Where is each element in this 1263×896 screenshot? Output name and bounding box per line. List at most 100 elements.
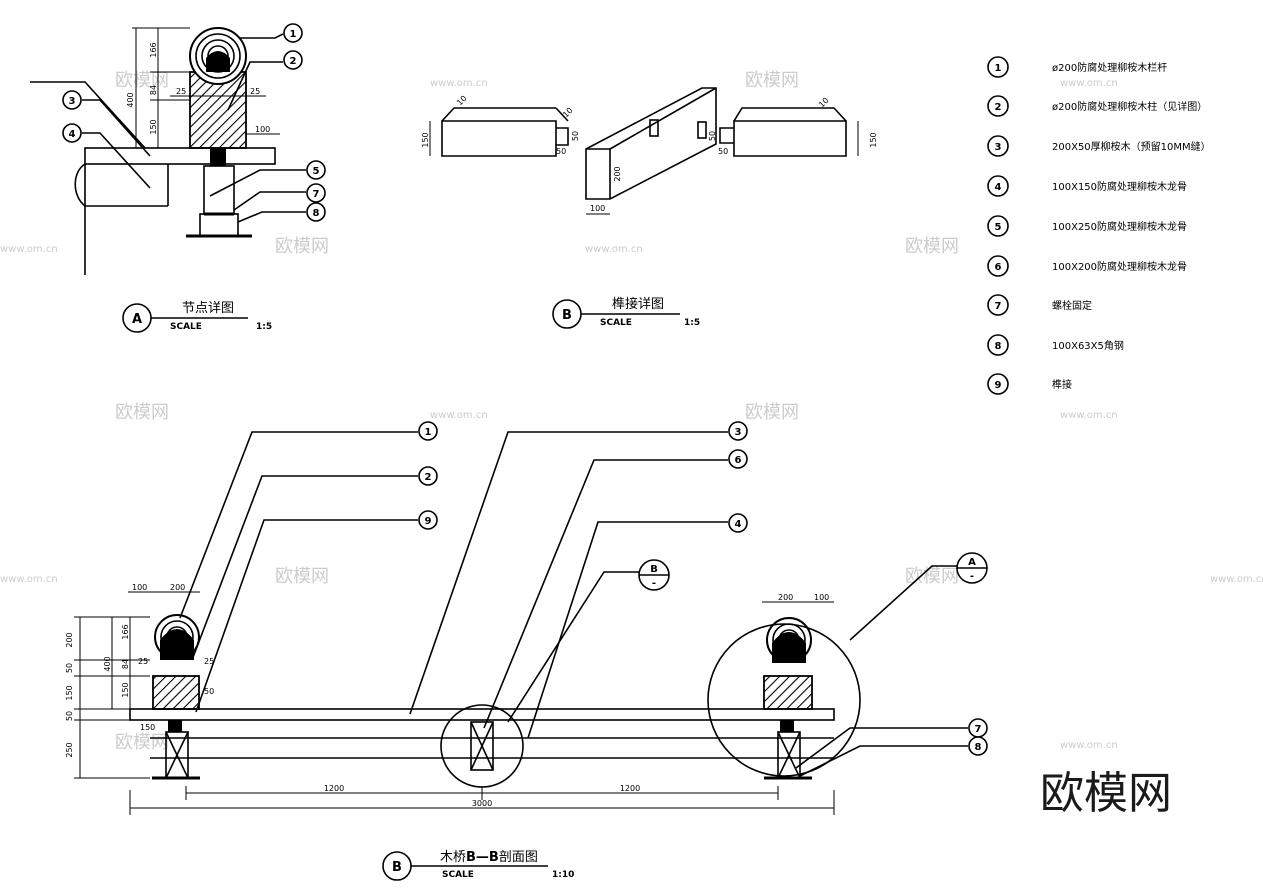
- watermark-brand: 欧模网: [275, 236, 329, 257]
- callout-s-3: 3: [735, 427, 742, 438]
- legend-text: 榫接: [1052, 378, 1072, 391]
- dim-s-25: 25: [138, 657, 148, 666]
- detail-b-scale-label: SCALE: [600, 318, 632, 328]
- section-title-suffix: 剖面图: [499, 850, 538, 865]
- section-detail-circle: [707, 623, 861, 777]
- watermark-brand: 欧模网: [745, 70, 799, 91]
- section-right-post: [763, 617, 813, 780]
- watermark-url: www.om.cn: [585, 244, 643, 255]
- detail-a: 400 166 84 150 25 25 100 1 2 3 4: [30, 23, 326, 333]
- dim-s-right100: 100: [814, 593, 829, 602]
- detail-a-angle-steel: [199, 213, 239, 237]
- legend: 1 ø200防腐处理柳桉木栏杆 2 ø200防腐处理柳桉木柱（见详图） 3 20…: [987, 56, 1211, 395]
- legend-text: 100X250防腐处理柳桉木龙骨: [1052, 220, 1187, 233]
- dim-s-right200: 200: [778, 593, 793, 602]
- callout-circle: [306, 183, 326, 203]
- detail-a-scale-value: 1:5: [256, 322, 272, 332]
- legend-num: 7: [995, 301, 1002, 312]
- detail-b-marker-letter: B: [562, 308, 572, 323]
- ref-a-sub: -: [970, 571, 974, 582]
- dim-s-50b: 50: [65, 711, 74, 721]
- dim-s-total: 3000: [472, 799, 492, 808]
- callout-3: 3: [69, 96, 76, 107]
- legend-text: 200X50厚柳桉木（预留10MM缝）: [1052, 140, 1211, 153]
- detail-b-left-member: [441, 120, 557, 157]
- section-title-block: B 木桥B—B剖面图 SCALE 1:10: [382, 850, 574, 881]
- legend-text: 100X150防腐处理柳桉木龙骨: [1052, 180, 1187, 193]
- legend-item: 2 ø200防腐处理柳桉木柱（见详图）: [987, 95, 1207, 117]
- watermark-brand: 欧模网: [905, 566, 959, 587]
- legend-item: 3 200X50厚柳桉木（预留10MM缝）: [987, 135, 1211, 157]
- watermark-url: www.om.cn: [0, 574, 58, 585]
- watermark-url: www.om.cn: [430, 410, 488, 421]
- section-bottom-dimensions: 1200 1200 3000: [129, 784, 835, 815]
- callout-s-2: 2: [425, 472, 432, 483]
- detail-a-deck-plank: [84, 147, 276, 165]
- section-deck-plank: [129, 708, 835, 721]
- callout-s-6: 6: [735, 455, 742, 466]
- dim-b-10-b: 10: [561, 106, 575, 120]
- legend-num: 6: [995, 262, 1002, 273]
- detail-b: 150 150 50 50 50 50 200 100 10 10 10 B 榫…: [421, 87, 878, 329]
- detail-b-title: 榫接详图: [612, 296, 664, 312]
- callout-8: 8: [313, 208, 320, 219]
- dim-s-250: 250: [65, 742, 74, 757]
- dim-s-span1: 1200: [324, 784, 344, 793]
- section-bb: 200 50 150 50 250 400 166 84 150 25 25 5…: [65, 421, 988, 881]
- watermark-url: www.om.cn: [1210, 574, 1263, 585]
- callout-7: 7: [313, 189, 320, 200]
- dim-s-d50: 50: [204, 687, 214, 696]
- callout-circle: [62, 123, 82, 143]
- section-scale-value: 1:10: [552, 870, 574, 880]
- watermark-url: www.om.cn: [430, 78, 488, 89]
- dim-s-200: 200: [65, 632, 74, 647]
- section-left-dimensions: 200 50 150 50 250 400 166 84 150 25 25 5…: [65, 583, 834, 779]
- legend-item: 9 榫接: [987, 373, 1072, 395]
- detail-b-dimensions: 150 150 50 50 50 50 200 100 10 10 10: [421, 94, 878, 215]
- callout-5: 5: [313, 166, 320, 177]
- legend-num: 4: [995, 182, 1002, 193]
- dim-a-400: 400: [126, 92, 135, 107]
- callout-circle: [283, 50, 303, 70]
- dim-s-84: 84: [121, 659, 130, 669]
- dim-b-50-b: 50: [556, 147, 566, 156]
- ref-a-letter: A: [968, 557, 976, 568]
- callout-1: 1: [290, 29, 297, 40]
- legend-num: 5: [995, 222, 1002, 233]
- dim-s-50: 50: [65, 663, 74, 673]
- section-left-post: [152, 614, 200, 780]
- dim-a-100: 100: [255, 125, 270, 134]
- legend-item: 5 100X250防腐处理柳桉木龙骨: [987, 215, 1187, 237]
- detail-a-rail: [189, 27, 247, 85]
- legend-text: ø200防腐处理柳桉木栏杆: [1052, 61, 1167, 74]
- callout-circle: [62, 90, 82, 110]
- callout-s-4: 4: [735, 519, 742, 530]
- legend-num: 8: [995, 341, 1002, 352]
- watermark-brand: 欧模网: [115, 70, 169, 91]
- watermark-url: www.om.cn: [1060, 410, 1118, 421]
- dim-b-50-d: 50: [718, 147, 728, 156]
- dim-b-200: 200: [613, 166, 622, 181]
- callout-circle: [283, 23, 303, 43]
- callout-2: 2: [290, 56, 297, 67]
- dim-a-84: 84: [149, 85, 158, 95]
- dim-s-166: 166: [121, 624, 130, 639]
- detail-b-right-member: [733, 120, 847, 157]
- detail-a-callouts: 1 2 3 4 5 7 8: [30, 23, 326, 223]
- dim-a-150: 150: [149, 119, 158, 134]
- legend-num: 1: [995, 63, 1002, 74]
- dim-b-150-left: 150: [421, 132, 430, 147]
- dim-b-10-a: 10: [455, 94, 469, 108]
- dim-s-span2: 1200: [620, 784, 640, 793]
- detail-b-center-block: [585, 87, 717, 200]
- section-title-prefix: 木桥: [440, 850, 466, 865]
- legend-text: 螺栓固定: [1052, 299, 1092, 312]
- dim-s-top200: 200: [170, 583, 185, 592]
- legend-item: 7 螺栓固定: [987, 294, 1092, 316]
- section-scale-label: SCALE: [442, 870, 474, 880]
- callout-s-1: 1: [425, 427, 432, 438]
- brand-logo-text: 欧模网: [1040, 768, 1172, 819]
- dim-s-150b: 150: [121, 682, 130, 697]
- detail-a-title-block: A 节点详图 SCALE 1:5: [122, 301, 272, 333]
